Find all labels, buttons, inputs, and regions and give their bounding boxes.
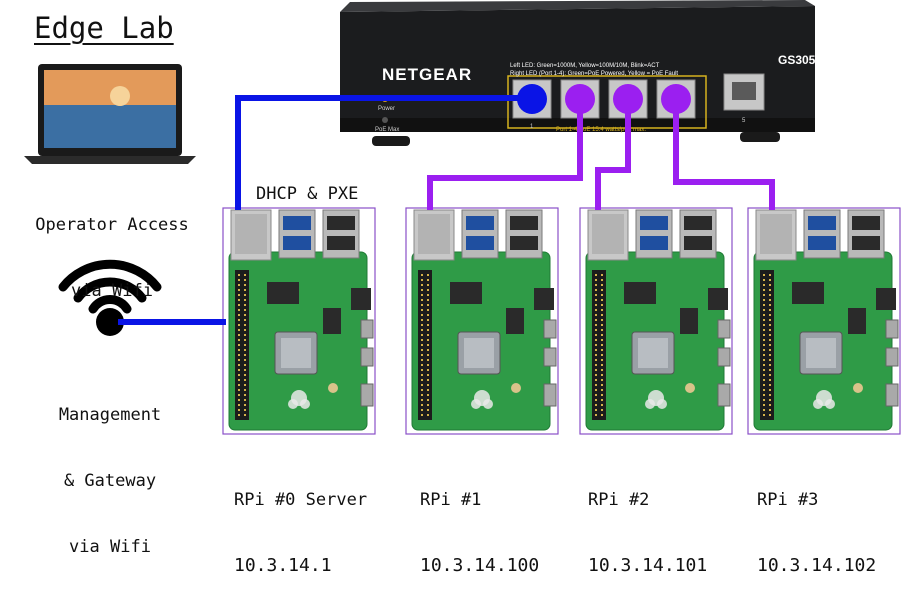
node-name-rpi-2: RPi #2 [588, 490, 650, 510]
rpi-2-board [579, 207, 733, 435]
poe-max-led [382, 117, 388, 123]
laptop-caption-line-1: Operator Access [35, 215, 189, 235]
node-caption-rpi-3: RPi #3 10.3.14.102 [757, 445, 876, 599]
server-role-label: DHCP & PXE [256, 184, 359, 204]
node-ip-rpi-3: 10.3.14.102 [757, 555, 877, 576]
poe-link-rpi-3 [673, 98, 775, 210]
wifi-caption-line-3: via Wifi [69, 537, 151, 557]
wifi-icon [58, 259, 162, 336]
node-ip-rpi-2: 10.3.14.101 [588, 555, 708, 576]
node-name-rpi-1: RPi #1 [420, 490, 482, 510]
wifi-caption: Management & Gateway via Wifi [30, 360, 190, 580]
page-title: Edge Lab [34, 11, 174, 45]
laptop-caption-line-2: via Wifi [71, 281, 153, 301]
wifi-caption-line-2: & Gateway [63, 471, 157, 491]
node-ip-rpi-0: 10.3.14.1 [234, 555, 332, 576]
node-caption-rpi-2: RPi #2 10.3.14.101 [588, 445, 707, 599]
switch-port1-label: 1 [530, 124, 534, 130]
switch-model: GS305P [778, 53, 823, 67]
poe-link-rpi-1 [427, 98, 583, 210]
switch-led-note-2: Right LED (Port 1-4): Green=PoE Powered,… [510, 71, 678, 77]
node-name-rpi-0: RPi #0 Server [234, 490, 368, 510]
switch-led-note-1: Left LED: Green=1000M, Yellow=100M/10M, … [510, 63, 660, 69]
laptop-caption: Operator Access via Wifi [22, 170, 202, 324]
node-name-rpi-3: RPi #3 [757, 490, 819, 510]
poe-links [427, 84, 775, 210]
switch-power-label: Power [378, 106, 395, 112]
switch-poe-max-label: PoE Max [375, 127, 399, 133]
rpi-1-board [405, 207, 559, 435]
node-caption-rpi-1: RPi #1 10.3.14.100 [420, 445, 539, 599]
switch-brand: NETGEAR [382, 65, 472, 84]
laptop-icon [24, 64, 196, 164]
wifi-caption-line-1: Management [58, 405, 162, 425]
management-link [118, 84, 547, 325]
node-ip-rpi-1: 10.3.14.100 [420, 555, 540, 576]
poe-link-rpi-2 [595, 98, 631, 210]
rpi-0-board [222, 207, 376, 435]
network-diagram: NETGEAR GS305P Left LED: Green=1000M, Ye… [24, 0, 901, 435]
rpi-3-board [747, 207, 901, 435]
switch-port5-label: 5 [742, 118, 746, 124]
switch-poe-note: Port 1-4 PoE 15.4 watts/port max. [556, 127, 646, 133]
node-caption-rpi-0: RPi #0 Server 10.3.14.1 [234, 445, 367, 599]
